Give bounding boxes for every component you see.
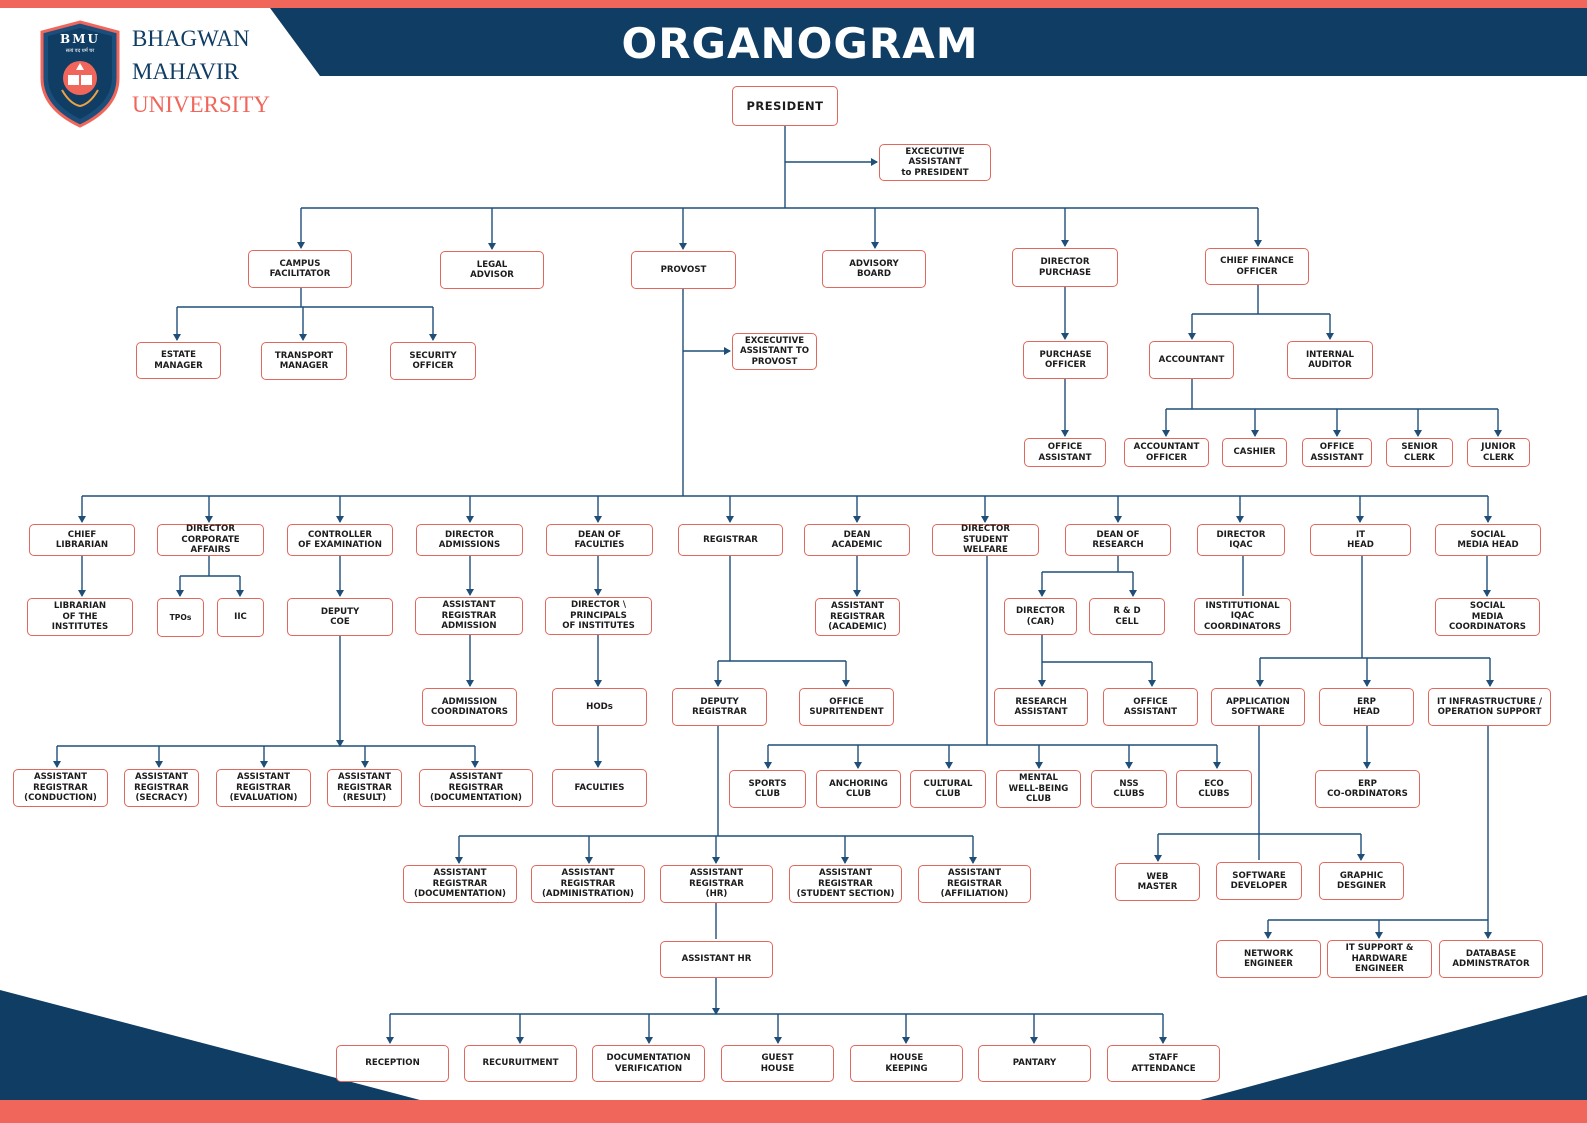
node-director-admissions[interactable]: DIRECTOR ADMISSIONS (416, 524, 523, 556)
node-chief-librarian[interactable]: CHIEF LIBRARIAN (29, 524, 135, 556)
node-ar-result[interactable]: ASSISTANT REGISTRAR (RESULT) (327, 769, 402, 807)
node-purchase-officer[interactable]: PURCHASE OFFICER (1023, 341, 1108, 379)
node-ar-administration[interactable]: ASSISTANT REGISTRAR (ADMINISTRATION) (531, 865, 645, 903)
node-pantary[interactable]: PANTARY (978, 1045, 1091, 1082)
node-mental-well-being-club[interactable]: MENTAL WELL-BEING CLUB (996, 770, 1081, 808)
node-documentation-verification[interactable]: DOCUMENTATION VERIFICATION (592, 1045, 705, 1082)
node-advisory-board[interactable]: ADVISORY BOARD (822, 250, 926, 288)
node-social-media-head[interactable]: SOCIAL MEDIA HEAD (1435, 524, 1541, 556)
node-ar-academic[interactable]: ASSISTANT REGISTRAR (ACADEMIC) (815, 598, 900, 636)
node-ar-documentation-registrar[interactable]: ASSISTANT REGISTRAR (DOCUMENTATION) (403, 865, 517, 903)
node-ar-documentation-exam[interactable]: ASSISTANT REGISTRAR (DOCUMENTATION) (419, 769, 533, 807)
node-sports-club[interactable]: SPORTS CLUB (729, 770, 806, 808)
node-it-support-hardware[interactable]: IT SUPPORT & HARDWARE ENGINEER (1327, 940, 1432, 978)
node-president[interactable]: PRESIDENT (732, 86, 838, 126)
node-executive-assistant-president[interactable]: EXCECUTIVE ASSISTANT to PRESIDENT (879, 144, 991, 181)
bottom-accent-band (0, 1100, 1587, 1123)
node-internal-auditor[interactable]: INTERNAL AUDITOR (1287, 341, 1373, 379)
node-ar-student-section[interactable]: ASSISTANT REGISTRAR (STUDENT SECTION) (789, 865, 902, 903)
node-controller-of-examination[interactable]: CONTROLLER OF EXAMINATION (287, 524, 393, 556)
node-network-engineer[interactable]: NETWORK ENGINEER (1216, 940, 1321, 978)
node-erp-coordinators[interactable]: ERP CO-ORDINATORS (1315, 770, 1420, 808)
node-finance-office-assistant[interactable]: OFFICE ASSISTANT (1302, 438, 1372, 467)
node-dean-of-faculties[interactable]: DEAN OF FACULTIES (546, 524, 653, 556)
node-anchoring-club[interactable]: ANCHORING CLUB (816, 770, 901, 808)
node-deputy-coe[interactable]: DEPUTY COE (287, 598, 393, 636)
node-tpos[interactable]: TPOs (157, 598, 204, 637)
university-logo: BMU सत्यं वद धर्मं चर (40, 20, 120, 128)
node-chief-finance-officer[interactable]: CHIEF FINANCE OFFICER (1205, 248, 1309, 285)
node-purchase-office-assistant[interactable]: OFFICE ASSISTANT (1024, 438, 1106, 467)
node-nss-clubs[interactable]: NSS CLUBS (1091, 770, 1167, 808)
node-recruitment[interactable]: RECURUITMENT (464, 1045, 577, 1082)
node-dean-of-research[interactable]: DEAN OF RESEARCH (1065, 524, 1171, 556)
node-graphic-designer[interactable]: GRAPHIC DESGINER (1319, 862, 1404, 900)
node-estate-manager[interactable]: ESTATE MANAGER (136, 342, 221, 379)
brand-line-1: BHAGWAN (132, 26, 250, 51)
node-guest-house[interactable]: GUEST HOUSE (721, 1045, 834, 1082)
node-iic[interactable]: IIC (217, 598, 264, 637)
header-bar (270, 8, 1587, 76)
node-accountant[interactable]: ACCOUNTANT (1149, 341, 1234, 379)
node-security-officer[interactable]: SECURITY OFFICER (390, 342, 476, 380)
node-ar-admission[interactable]: ASSISTANT REGISTRAR ADMISSION (415, 597, 523, 635)
node-ar-conduction[interactable]: ASSISTANT REGISTRAR (CONDUCTION) (13, 769, 108, 807)
node-legal-advisor[interactable]: LEGAL ADVISOR (440, 251, 544, 289)
node-deputy-registrar[interactable]: DEPUTY REGISTRAR (672, 688, 767, 726)
node-house-keeping[interactable]: HOUSE KEEPING (850, 1045, 963, 1082)
node-provost[interactable]: PROVOST (631, 251, 736, 289)
brand-line-2: MAHAVIR (132, 59, 239, 84)
node-junior-clerk[interactable]: JUNIOR CLERK (1467, 438, 1530, 467)
node-ar-secracy[interactable]: ASSISTANT REGISTRAR (SECRACY) (124, 769, 199, 807)
node-it-head[interactable]: IT HEAD (1310, 524, 1411, 556)
node-research-office-assistant[interactable]: OFFICE ASSISTANT (1103, 688, 1198, 726)
node-eco-clubs[interactable]: ECO CLUBS (1176, 770, 1252, 808)
node-registrar[interactable]: REGISTRAR (678, 524, 783, 556)
node-research-assistant[interactable]: RESEARCH ASSISTANT (994, 688, 1088, 726)
node-faculties[interactable]: FACULTIES (552, 769, 647, 807)
node-software-developer[interactable]: SOFTWARE DEVELOPER (1216, 862, 1302, 900)
node-senior-clerk[interactable]: SENIOR CLERK (1386, 438, 1453, 467)
node-executive-assistant-provost[interactable]: EXCECUTIVE ASSISTANT TO PROVOST (732, 333, 817, 370)
node-director-car[interactable]: DIRECTOR (CAR) (1004, 598, 1077, 635)
node-erp-head[interactable]: ERP HEAD (1319, 688, 1414, 726)
brand-line-3: UNIVERSITY (132, 92, 270, 117)
node-office-supritendent[interactable]: OFFICE SUPRITENDENT (799, 688, 894, 726)
node-cultural-club[interactable]: CULTURAL CLUB (910, 770, 986, 808)
logo-motto: सत्यं वद धर्मं चर (65, 48, 95, 54)
logo-abbreviation: BMU (60, 32, 100, 46)
top-accent-band (0, 0, 1587, 8)
node-iqac-coordinators[interactable]: INSTITUTIONAL IQAC COORDINATORS (1194, 598, 1291, 635)
node-admission-coordinators[interactable]: ADMISSION COORDINATORS (422, 688, 517, 726)
node-transport-manager[interactable]: TRANSPORT MANAGER (261, 342, 347, 380)
node-web-master[interactable]: WEB MASTER (1115, 863, 1200, 901)
node-it-infrastructure[interactable]: IT INFRASTRUCTURE / OPERATION SUPPORT (1428, 688, 1551, 726)
node-ar-hr[interactable]: ASSISTANT REGISTRAR (HR) (660, 865, 773, 903)
shield-emblem-icon (40, 20, 120, 128)
node-database-administrator[interactable]: DATABASE ADMINSTRATOR (1439, 940, 1543, 978)
node-campus-facilitator[interactable]: CAMPUS FACILITATOR (248, 250, 352, 288)
node-ar-affiliation[interactable]: ASSISTANT REGISTRAR (AFFILIATION) (918, 865, 1031, 903)
node-director-purchase[interactable]: DIRECTOR PURCHASE (1012, 248, 1118, 287)
node-ar-evaluation[interactable]: ASSISTANT REGISTRAR (EVALUATION) (216, 769, 311, 807)
node-application-software[interactable]: APPLICATION SOFTWARE (1211, 688, 1305, 726)
page-title: ORGANOGRAM (621, 19, 979, 68)
node-director-principals[interactable]: DIRECTOR \ PRINCIPALS OF INSTITUTES (545, 597, 652, 635)
node-reception[interactable]: RECEPTION (336, 1045, 449, 1082)
node-hods[interactable]: HODs (552, 688, 647, 726)
node-director-iqac[interactable]: DIRECTOR IQAC (1197, 524, 1285, 556)
node-cashier[interactable]: CASHIER (1222, 438, 1287, 467)
node-director-student-welfare[interactable]: DIRECTOR STUDENT WELFARE (932, 524, 1039, 556)
node-staff-attendance[interactable]: STAFF ATTENDANCE (1107, 1045, 1220, 1082)
node-librarian-of-institutes[interactable]: LIBRARIAN OF THE INSTITUTES (27, 598, 133, 636)
node-assistant-hr[interactable]: ASSISTANT HR (660, 941, 773, 978)
node-accountant-officer[interactable]: ACCOUNTANT OFFICER (1124, 438, 1209, 467)
node-dean-academic[interactable]: DEAN ACADEMIC (804, 524, 910, 556)
node-rd-cell[interactable]: R & D CELL (1089, 598, 1165, 635)
node-social-media-coordinators[interactable]: SOCIAL MEDIA COORDINATORS (1435, 598, 1540, 636)
node-director-corporate-affairs[interactable]: DIRECTOR CORPORATE AFFAIRS (157, 524, 264, 556)
